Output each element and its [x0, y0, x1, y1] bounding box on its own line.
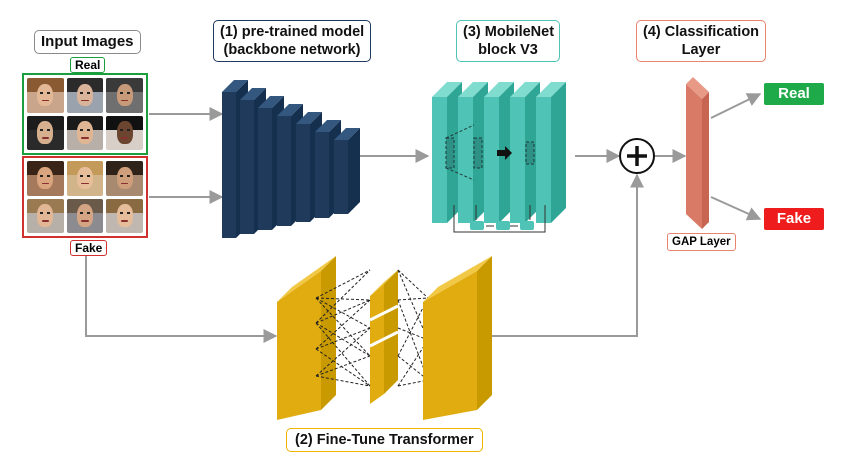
- fake-face-image: [66, 198, 104, 233]
- classification-label-line1: (4) Classification: [643, 24, 760, 40]
- real-face-image: [27, 78, 64, 113]
- gap-layer: [686, 77, 709, 229]
- real-face-image: [66, 115, 104, 150]
- mobilenet-label-line2: block V3: [478, 42, 538, 58]
- mobilenet-feature-maps: [445, 124, 535, 181]
- backbone-label-line2: (backbone network): [223, 42, 361, 58]
- fake-face-image: [106, 198, 143, 233]
- arrow-inside-mobilenet-icon: [497, 146, 512, 160]
- output-fake-box: Fake: [764, 208, 824, 230]
- mobilenet-block: [432, 82, 566, 233]
- mobilenet-layer: [458, 82, 488, 223]
- backbone-network: [222, 80, 360, 238]
- mobilenet-node: [470, 221, 484, 230]
- output-real-box: Real: [764, 83, 824, 105]
- arrow-input-to-transformer: [85, 255, 278, 343]
- connectors: [85, 93, 762, 343]
- real-face-image: [27, 115, 64, 150]
- backbone-label-line1: (1) pre-trained model: [220, 24, 365, 40]
- fake-face-image: [66, 161, 104, 196]
- real-face-image: [106, 78, 143, 113]
- fake-face-image: [27, 161, 64, 196]
- real-face-image: [66, 78, 104, 113]
- transformer-label: (2) Fine-Tune Transformer: [286, 428, 483, 452]
- fine-tune-transformer: [277, 256, 492, 420]
- fake-face-image: [27, 198, 64, 233]
- transformer-input-layer: [277, 256, 336, 420]
- real-face-grid: [22, 73, 148, 155]
- sum-node: [619, 138, 655, 174]
- mobilenet-skip-connections: [453, 205, 546, 233]
- classification-label-line2: Layer: [681, 42, 721, 58]
- real-face-image: [106, 115, 143, 150]
- mobilenet-node: [496, 221, 510, 230]
- fake-face-image: [106, 161, 143, 196]
- transformer-output-layer: [423, 256, 492, 420]
- classification-label: (4) Classification Layer: [636, 20, 766, 62]
- arrow-transformer-to-sum: [492, 173, 644, 337]
- fake-face-grid: [22, 156, 148, 238]
- gap-layer-label: GAP Layer: [667, 233, 736, 251]
- mobilenet-node: [520, 221, 534, 230]
- mobilenet-layer: [510, 82, 540, 223]
- arrow-gap-to-fake: [710, 196, 762, 221]
- backbone-layer: [334, 128, 360, 214]
- mobilenet-label-line1: (3) MobileNet: [463, 24, 555, 40]
- mobilenet-label: (3) MobileNet block V3: [456, 20, 560, 62]
- fake-samples-tag: Fake: [70, 240, 108, 256]
- real-samples-tag: Real: [70, 57, 106, 73]
- backbone-label: (1) pre-trained model (backbone network): [213, 20, 371, 62]
- arrow-gap-to-real: [710, 93, 762, 119]
- mobilenet-layer: [536, 82, 566, 223]
- transformer-hidden-layer: [369, 270, 399, 404]
- input-images-label: Input Images: [34, 30, 141, 54]
